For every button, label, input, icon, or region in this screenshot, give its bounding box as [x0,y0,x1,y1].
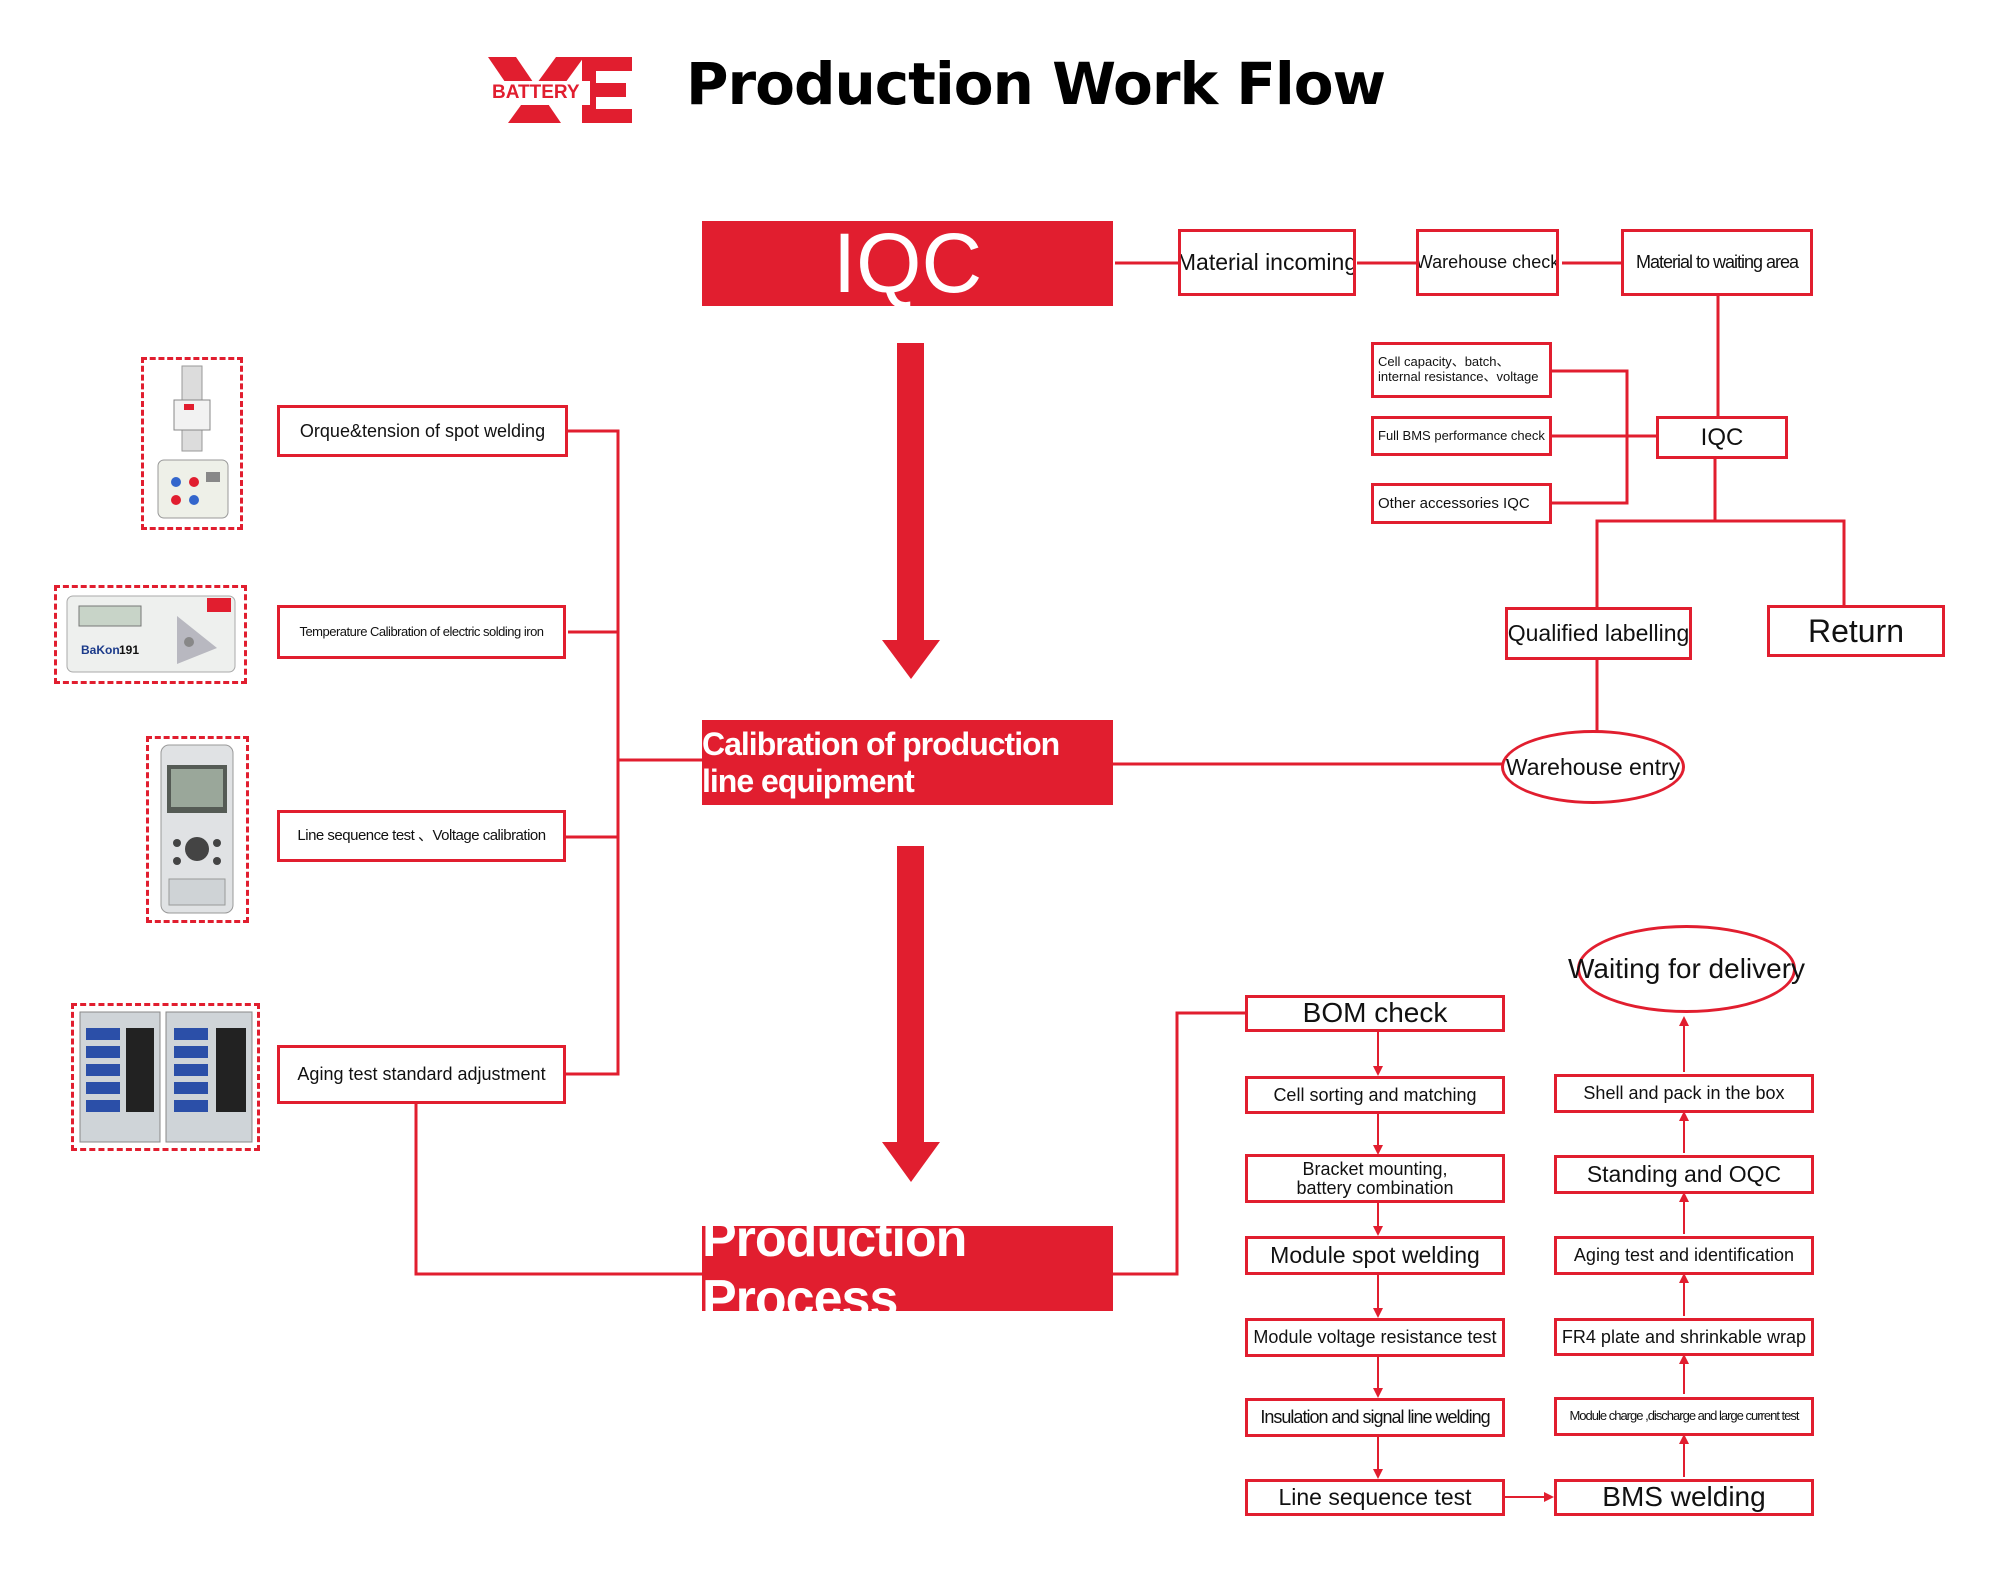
production-bar: Production Process [702,1210,1113,1328]
device-brand-text: BaKon [81,643,120,657]
bracket-mounting-box: Bracket mounting, battery combination [1245,1154,1505,1203]
cell-capacity-box: Cell capacity、batch、 internal resistance… [1371,342,1552,398]
other-accessories-box: Other accessories IQC [1371,483,1552,524]
bracket-line2: battery combination [1296,1177,1454,1198]
material-incoming-box: Material incoming [1178,229,1356,296]
calibration-item-welding: Orque&tension of spot welding [277,405,568,457]
bracket-line1: Bracket mounting, [1302,1158,1448,1179]
calibration-item-aging: Aging test standard adjustment [277,1045,566,1104]
tension-tester-photo [141,357,243,530]
aging-cabinet-photo [71,1003,260,1151]
shell-pack-box: Shell and pack in the box [1554,1074,1814,1113]
iqc-node-box: IQC [1656,416,1788,459]
insulation-welding-box: Insulation and signal line welding [1245,1398,1505,1437]
page-title: Production Work Flow [686,50,1386,118]
waiting-delivery-ellipse: Waiting for delivery [1568,925,1805,1013]
standing-oqc-box: Standing and OQC [1554,1155,1814,1194]
module-charge-box: Module charge ,discharge and large curre… [1554,1397,1814,1436]
full-bms-box: Full BMS performance check [1371,416,1552,456]
calibration-bar: Calibration of production line equipment [702,720,1113,805]
soldering-calibrator-photo: BaKon 191 [54,585,247,684]
calibration-item-line-sequence: Line sequence test 、Voltage calibration [277,810,566,862]
cell-capacity-line2: internal resistance、voltage [1378,369,1539,384]
warehouse-entry-ellipse: Warehouse entry [1501,730,1685,804]
device-model-text: 191 [119,643,139,657]
connector [414,1104,702,1276]
calibration-item-soldering: Temperature Calibration of electric sold… [277,605,566,659]
fr4-box: FR4 plate and shrinkable wrap [1554,1318,1814,1356]
return-box: Return [1767,605,1945,657]
line-tester-photo [146,736,249,923]
brand-logo: BATTERY [486,55,636,125]
warehouse-check-box: Warehouse check [1416,229,1559,296]
qualified-labelling-box: Qualified labelling [1505,607,1692,660]
waiting-area-box: Material to waiting area [1621,229,1813,296]
big-arrow-head [882,1142,940,1182]
line-sequence-test-box: Line sequence test [1245,1479,1505,1516]
connector [566,429,620,1076]
big-arrow-head [882,640,940,679]
connector [1113,1011,1245,1276]
cell-sorting-box: Cell sorting and matching [1245,1076,1505,1114]
logo-text: BATTERY [492,82,580,103]
big-arrow-shaft [897,343,924,643]
connector [1595,519,1846,609]
big-arrow-shaft [897,846,924,1146]
iqc-bar: IQC [702,216,1113,310]
bms-welding-box: BMS welding [1554,1479,1814,1516]
module-voltage-test-box: Module voltage resistance test [1245,1318,1505,1357]
module-spot-welding-box: Module spot welding [1245,1236,1505,1275]
bom-check-box: BOM check [1245,995,1505,1032]
cell-capacity-line1: Cell capacity、batch、 [1378,354,1510,370]
aging-identification-box: Aging test and identification [1554,1236,1814,1275]
